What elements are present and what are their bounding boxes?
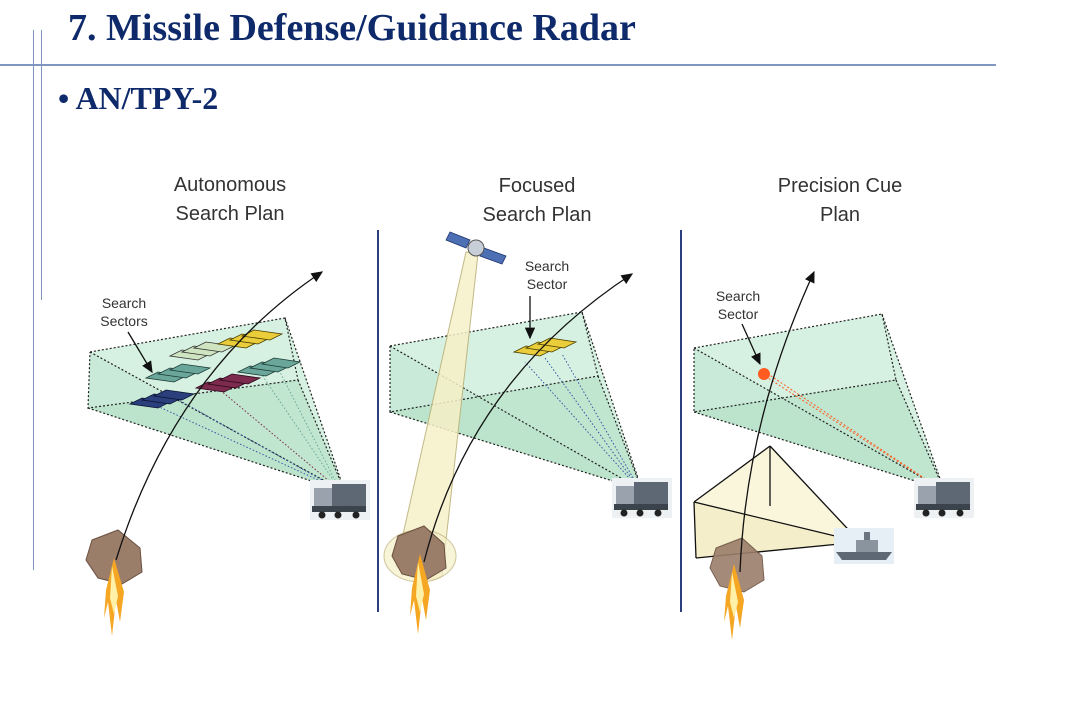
search-sector-block [128,389,196,409]
panel-title-line2: Plan [820,204,860,226]
slide-bullet: • AN/TPY-2 [58,80,219,116]
search-volume-outline [693,313,945,491]
radar-beams [524,353,641,491]
cue-target-dot [758,368,770,380]
left-rule-outer [33,30,34,570]
search-sector-blocks [128,329,302,409]
label-pointer [741,323,761,366]
search-volume-face [88,380,345,492]
missile-launch-icon [391,525,447,634]
ship-icon [834,528,894,564]
missile-launch-icon [709,537,765,640]
missile-trajectory [739,270,815,573]
radar-truck-icon [612,478,672,518]
search-sector-label-line2: Sectors [100,313,147,329]
slide-title: 7. Missile Defense/Guidance Radar [68,7,636,49]
panel-title-line1: Autonomous [174,174,286,196]
search-sector-label-line1: Search [716,288,760,304]
panel-focused-search: Focused Search Plan Search Sector [383,175,672,634]
left-rule-inner [41,30,42,300]
panel-title-line2: Search Plan [176,203,285,225]
radar-beams [154,371,341,491]
radar-truck-icon [914,478,974,518]
panel-title-line2: Search Plan [483,204,592,226]
radar-truck-icon [310,480,370,520]
search-volume-face [694,380,944,490]
missile-trajectory [115,271,324,561]
missile-launch-icon [85,529,143,636]
search-sector-label-line1: Search [102,295,146,311]
label-pointer [127,331,153,374]
search-sector-label-line2: Sector [718,306,759,322]
search-sector-block [236,357,302,377]
panel-title-line1: Focused [499,175,576,197]
search-sector-label-line2: Sector [527,276,568,292]
header-rule [0,64,996,66]
panel-precision-cue: Precision Cue Plan [693,175,974,640]
panel-autonomous-search: Autonomous Search Plan [85,174,370,636]
missile-trajectory [423,273,634,563]
search-volume-outline [389,311,643,491]
search-sector-block [512,337,578,357]
satellite-icon [445,231,507,265]
search-sector-label-line1: Search [525,258,569,274]
search-sector-block [144,363,212,383]
radar-beams [764,371,943,491]
panel-title-line1: Precision Cue [778,175,903,197]
search-sector-block [194,373,262,393]
